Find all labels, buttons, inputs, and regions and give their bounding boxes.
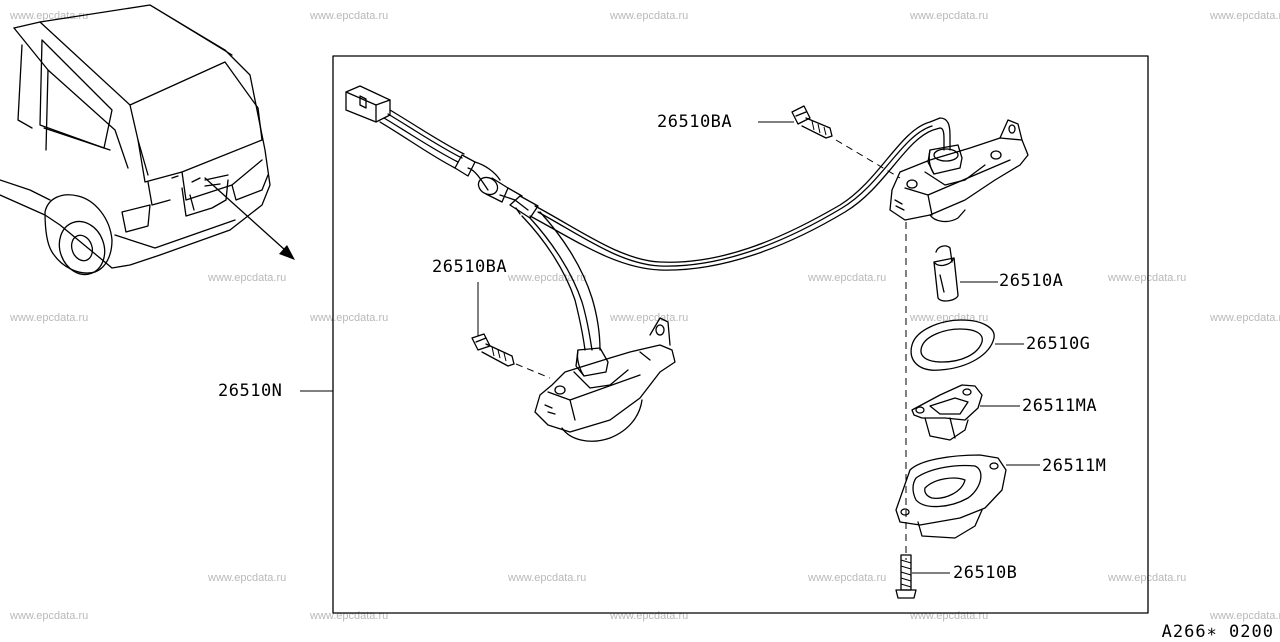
right-lamp-assembly — [889, 119, 1029, 223]
part-label-26510a: 26510A — [999, 271, 1064, 291]
wiring-harness — [345, 85, 951, 351]
watermark: www.epcdata.ru — [10, 312, 89, 324]
part-label-26511m: 26511M — [1042, 456, 1107, 476]
part-label-26510b: 26510B — [953, 563, 1018, 583]
part-label-26511ma: 26511MA — [1022, 396, 1098, 416]
watermark: www.epcdata.ru — [910, 10, 989, 22]
watermark: www.epcdata.ru — [610, 312, 689, 324]
watermark: www.epcdata.ru — [310, 10, 389, 22]
screw-upper — [791, 105, 901, 179]
watermark: www.epcdata.ru — [310, 312, 389, 324]
left-lamp-assembly — [534, 317, 676, 442]
screw-lower — [895, 554, 917, 599]
watermark: www.epcdata.ru — [1210, 610, 1280, 622]
bracket — [911, 384, 983, 441]
watermark: www.epcdata.ru — [10, 10, 89, 22]
vehicle-rear-illustration — [0, 4, 295, 276]
screw-left — [471, 333, 551, 379]
watermark: www.epcdata.ru — [1210, 312, 1280, 324]
housing — [895, 454, 1007, 539]
watermark: www.epcdata.ru — [610, 10, 689, 22]
gasket — [910, 319, 995, 371]
watermark: www.epcdata.ru — [1108, 272, 1187, 284]
watermark: www.epcdata.ru — [1108, 572, 1187, 584]
part-label-26510n: 26510N — [218, 381, 283, 401]
bulb — [933, 245, 959, 302]
part-label-26510g: 26510G — [1026, 334, 1091, 354]
watermark: www.epcdata.ru — [910, 312, 989, 324]
watermark: www.epcdata.ru — [10, 610, 89, 622]
watermark: www.epcdata.ru — [1210, 10, 1280, 22]
part-label-screw-upper: 26510BA — [657, 112, 733, 132]
leader-lines — [300, 121, 1040, 574]
diagram-frame — [332, 55, 1149, 614]
watermark: www.epcdata.ru — [808, 272, 887, 284]
diagram-code: A266∗ 0200 — [1161, 622, 1274, 642]
watermark: www.epcdata.ru — [808, 572, 887, 584]
watermark: www.epcdata.ru — [508, 272, 587, 284]
watermark: www.epcdata.ru — [208, 272, 287, 284]
part-label-screw-left: 26510BA — [432, 257, 508, 277]
watermark: www.epcdata.ru — [208, 572, 287, 584]
watermark: www.epcdata.ru — [508, 572, 587, 584]
